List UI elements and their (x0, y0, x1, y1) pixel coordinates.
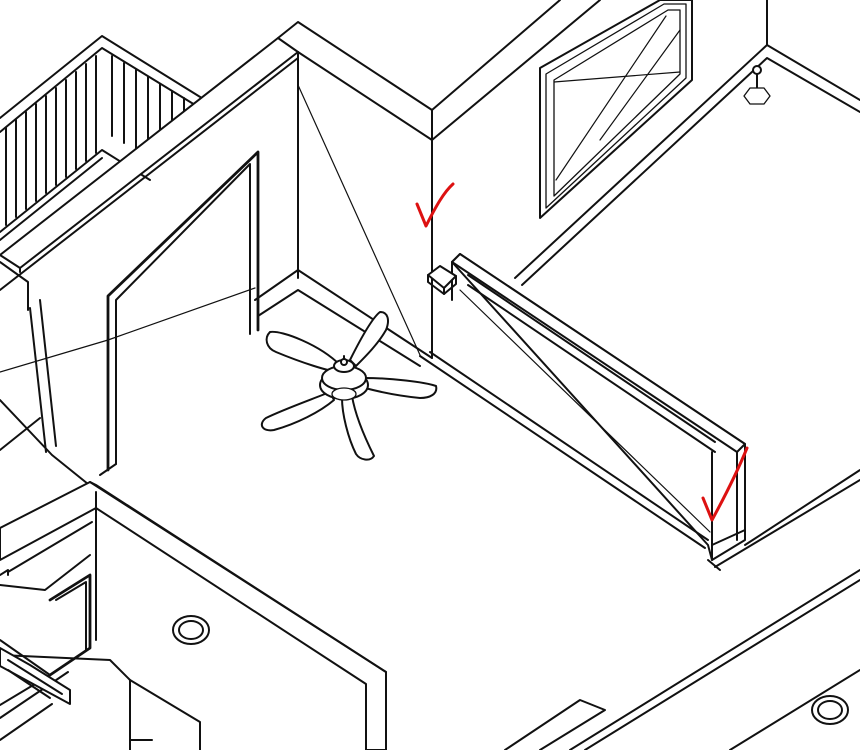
right-upper-wall (431, 0, 860, 286)
railing-balusters (5, 55, 185, 226)
check-mark-half-wall-end (701, 446, 749, 522)
structural-posts (0, 261, 89, 485)
main-room-floor-edges (419, 351, 860, 571)
balcony-railing (0, 35, 206, 241)
pendant-light-icon (743, 65, 771, 105)
recessed-light-icon (172, 615, 210, 645)
lower-right-wall (504, 569, 860, 750)
half-wall (451, 253, 746, 561)
recessed-light-icon-2 (811, 695, 849, 725)
window (539, 0, 693, 219)
lower-left-partition (0, 481, 387, 750)
upper-left-wall (0, 37, 299, 451)
lower-window (0, 647, 71, 705)
check-mark-wall-corner (415, 182, 455, 228)
wall-switch (427, 265, 457, 295)
ceiling-fan-icon (260, 311, 438, 461)
back-wall-center (254, 21, 433, 367)
doorway-opening (99, 150, 260, 476)
